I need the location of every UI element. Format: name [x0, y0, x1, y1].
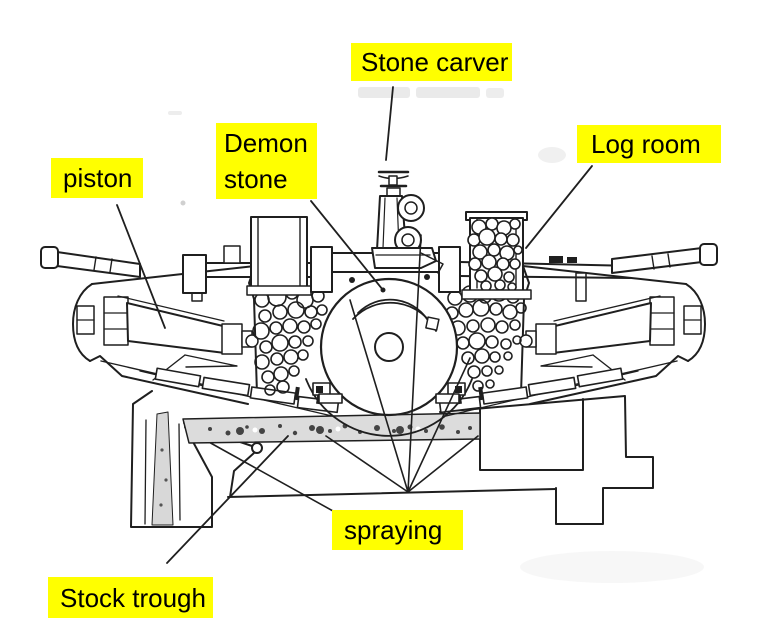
- leader-piston: [116, 204, 166, 329]
- wheel-guard-arc: [305, 378, 473, 437]
- log-pocket-left: [252, 286, 328, 396]
- label-piston: piston: [51, 158, 143, 198]
- label-spraying: spraying: [332, 510, 463, 550]
- label-stock-trough: Stock trough: [48, 577, 213, 618]
- left-chute: [246, 216, 312, 296]
- scan-smudges: [168, 87, 704, 583]
- log-pocket-right: [445, 284, 527, 392]
- label-stone-carver: Stone carver: [351, 43, 512, 81]
- leader-stone-carver: [385, 86, 394, 161]
- leader-log-room: [525, 165, 593, 249]
- piston-rod-left: [40, 246, 141, 278]
- stock-trough-band: [182, 412, 481, 444]
- label-demon-stone: Demon stone: [216, 123, 317, 199]
- leader-stock-trough: [166, 435, 289, 564]
- right-press-cylinder: [519, 265, 706, 405]
- stone-carver-device: [371, 170, 444, 274]
- leader-lines: [116, 86, 593, 564]
- label-log-room: Log room: [577, 125, 721, 163]
- spray-lines: [325, 234, 479, 493]
- piston-rod-right: [611, 243, 718, 274]
- leader-demon-stone: [310, 200, 384, 291]
- grindstone-wheel: [319, 274, 459, 417]
- log-room-chute: [461, 211, 532, 300]
